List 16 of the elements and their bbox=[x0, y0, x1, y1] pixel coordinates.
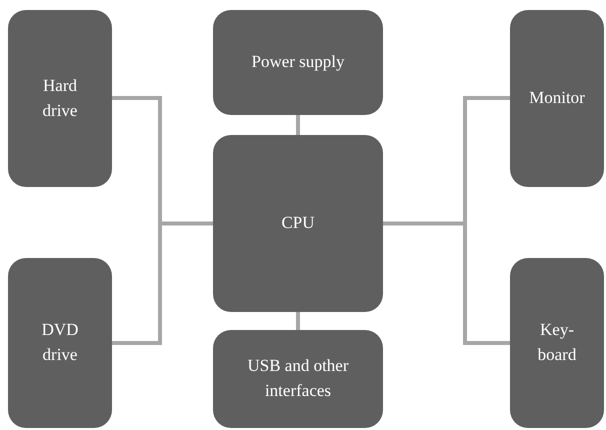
component-box bbox=[213, 330, 383, 428]
component-box bbox=[8, 10, 112, 187]
component-label: Hard drive bbox=[42, 74, 78, 122]
component-label: DVD drive bbox=[40, 319, 80, 366]
component-label: Key- board bbox=[536, 319, 578, 366]
component-box bbox=[510, 258, 604, 428]
component-label: Power supply bbox=[251, 51, 345, 74]
connector-line bbox=[296, 312, 300, 330]
component-label: CPU bbox=[281, 212, 315, 234]
component-box bbox=[213, 10, 383, 115]
connector-line bbox=[296, 115, 300, 135]
component-box bbox=[8, 258, 112, 428]
component-label: USB and other interfaces bbox=[246, 355, 350, 402]
component-label: Monitor bbox=[529, 87, 585, 110]
component-box bbox=[510, 10, 604, 187]
component-box bbox=[213, 135, 383, 312]
